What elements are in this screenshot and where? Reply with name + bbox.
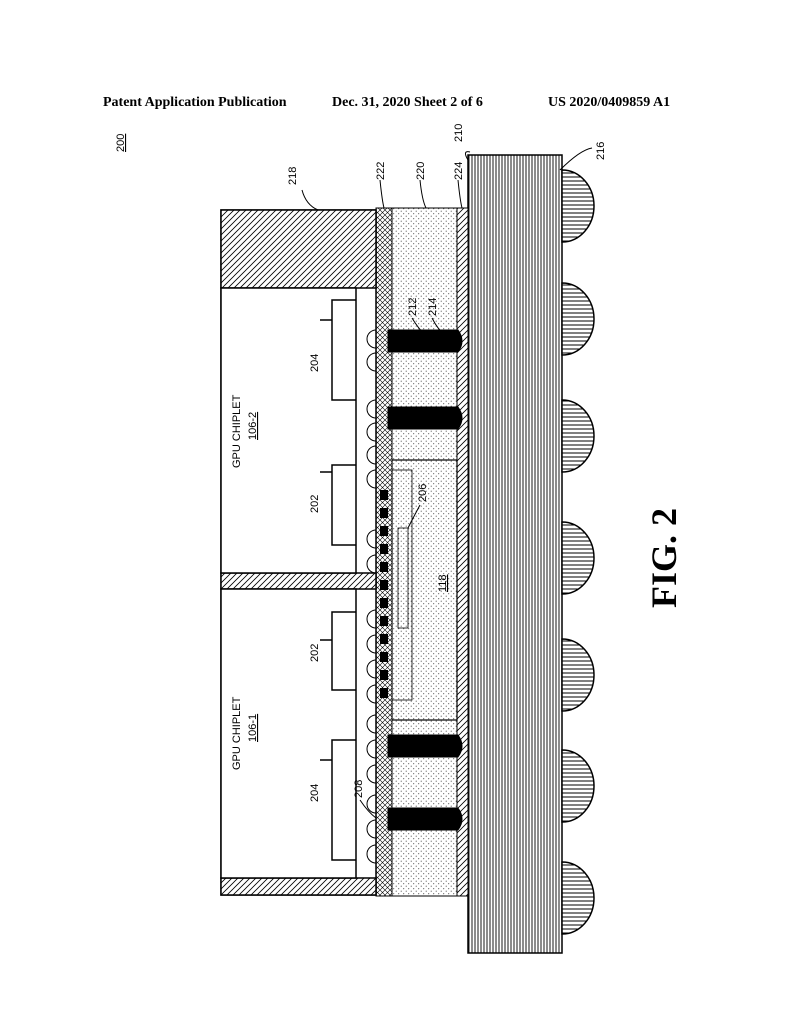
label-216: 216	[595, 142, 607, 160]
micro-bumps	[367, 330, 376, 863]
figure-title: FIG. 2	[644, 508, 684, 608]
bridge-ref: 118	[437, 574, 449, 592]
label-220: 220	[415, 162, 427, 180]
figure-ref: 200	[115, 134, 127, 152]
label-202-right: 202	[309, 495, 321, 513]
chiplet-right-name: GPU CHIPLET	[231, 394, 243, 468]
solder-balls	[562, 170, 594, 934]
label-208: 208	[353, 780, 365, 798]
label-218: 218	[287, 167, 299, 185]
package-substrate	[468, 155, 562, 953]
label-224: 224	[453, 162, 465, 180]
label-204-left: 204	[309, 784, 321, 802]
label-204-right: 204	[309, 354, 321, 372]
chiplet-right-ref: 106-2	[247, 412, 259, 440]
chiplet-left-ref: 106-1	[247, 714, 259, 742]
label-222: 222	[375, 162, 387, 180]
chiplet-left-name: GPU CHIPLET	[231, 696, 243, 770]
label-210: 210	[453, 124, 465, 142]
layer-224	[457, 208, 468, 896]
label-202-left: 202	[309, 644, 321, 662]
label-206: 206	[417, 484, 429, 502]
label-212: 212	[407, 298, 419, 316]
label-214: 214	[427, 298, 439, 316]
